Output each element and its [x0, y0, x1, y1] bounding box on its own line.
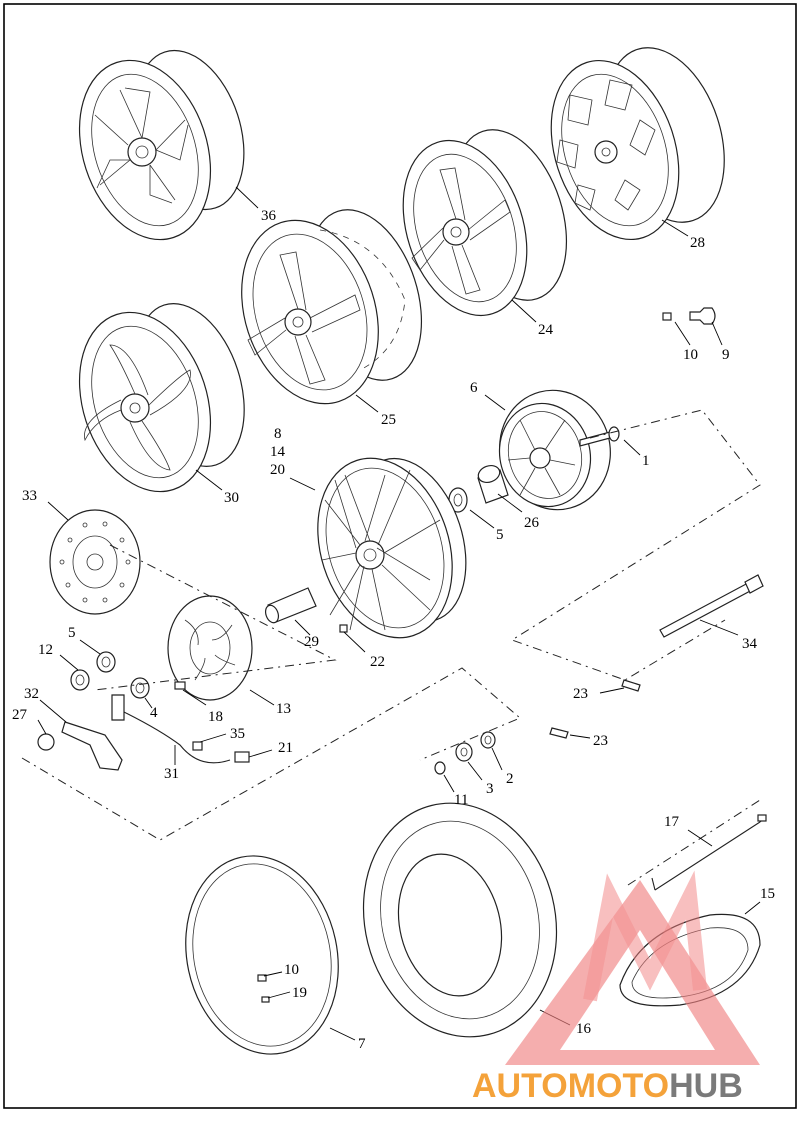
pulley-6	[498, 389, 611, 511]
callout-34: 34	[742, 636, 758, 652]
bolt-18	[174, 681, 186, 690]
callout-6: 6	[470, 380, 478, 396]
callout-20: 20	[270, 462, 285, 478]
callout-5-left: 5	[68, 625, 76, 641]
callout-19: 19	[292, 985, 307, 1001]
callout-10-tube: 10	[284, 962, 299, 978]
sleeve-29	[264, 587, 317, 624]
callout-5-right: 5	[496, 527, 504, 543]
callout-3: 3	[486, 781, 494, 797]
clip-35	[192, 741, 203, 751]
callout-30: 30	[224, 490, 239, 506]
spoked-wheel-8-14-20	[317, 457, 467, 639]
outline-brake-group	[21, 667, 521, 841]
wheel-24	[402, 129, 568, 317]
callout-1: 1	[642, 453, 650, 469]
callout-9: 9	[722, 347, 730, 363]
callout-15: 15	[760, 886, 775, 902]
spacer-27	[37, 733, 55, 751]
watermark-text: AUTOMOTOHUB	[472, 1067, 743, 1105]
callout-26: 26	[524, 515, 540, 531]
callout-12: 12	[38, 642, 53, 658]
outline-rotor-group	[94, 544, 337, 691]
nut-3	[455, 742, 473, 762]
callout-13: 13	[276, 701, 291, 717]
callout-21: 21	[278, 740, 293, 756]
callouts: 36 28 24 25 30 10 9 6 1 8 14 20 33 5 26 …	[12, 208, 775, 1052]
watermark-m-icon	[583, 870, 707, 1002]
callout-10-valve: 10	[683, 347, 698, 363]
callout-11: 11	[454, 792, 468, 808]
axle-34	[659, 574, 764, 638]
bolt-23-upper	[621, 679, 641, 692]
callout-31: 31	[164, 766, 179, 782]
watermark-logo	[505, 870, 760, 1065]
connector-21	[234, 751, 250, 763]
callout-33: 33	[22, 488, 37, 504]
callout-32: 32	[24, 686, 39, 702]
valve-stem-9	[662, 307, 716, 325]
watermark-triangle-icon	[505, 880, 760, 1065]
wheel-28	[550, 47, 725, 241]
callout-17: 17	[664, 814, 680, 830]
bolt-1	[579, 426, 620, 447]
callout-25: 25	[381, 412, 396, 428]
brake-rotor-33	[49, 509, 141, 615]
callout-24: 24	[538, 322, 554, 338]
callout-18: 18	[208, 709, 223, 725]
diagram-border	[3, 3, 797, 1109]
bearing-5-left	[96, 651, 116, 673]
spacer-26	[477, 464, 509, 504]
abs-sensor-31	[111, 694, 231, 764]
outline-tool	[627, 799, 761, 886]
callout-23-upper: 23	[573, 686, 588, 702]
callout-22: 22	[370, 654, 385, 670]
wheel-25	[241, 209, 423, 405]
clip-22	[339, 624, 348, 633]
spacer-12	[70, 669, 90, 691]
washer-2	[480, 731, 496, 749]
callout-14: 14	[270, 444, 286, 460]
callout-36: 36	[261, 208, 277, 224]
callout-7: 7	[358, 1036, 366, 1052]
tube-7	[185, 855, 339, 1055]
callout-8: 8	[274, 426, 282, 442]
wheel-36	[78, 49, 245, 241]
callout-4: 4	[150, 705, 158, 721]
bearing-4	[130, 677, 150, 699]
callout-16: 16	[576, 1021, 592, 1037]
callout-23-lower: 23	[593, 733, 608, 749]
callout-28: 28	[690, 235, 705, 251]
clip-11	[434, 761, 446, 775]
tool-17	[651, 814, 767, 891]
bracket-32	[61, 721, 123, 771]
callout-29: 29	[304, 634, 319, 650]
wheel-30	[78, 303, 245, 493]
callout-27: 27	[12, 707, 28, 723]
tire-16	[362, 802, 558, 1038]
bolt-23-lower	[549, 727, 569, 739]
callout-35: 35	[230, 726, 245, 742]
callout-2: 2	[506, 771, 514, 787]
